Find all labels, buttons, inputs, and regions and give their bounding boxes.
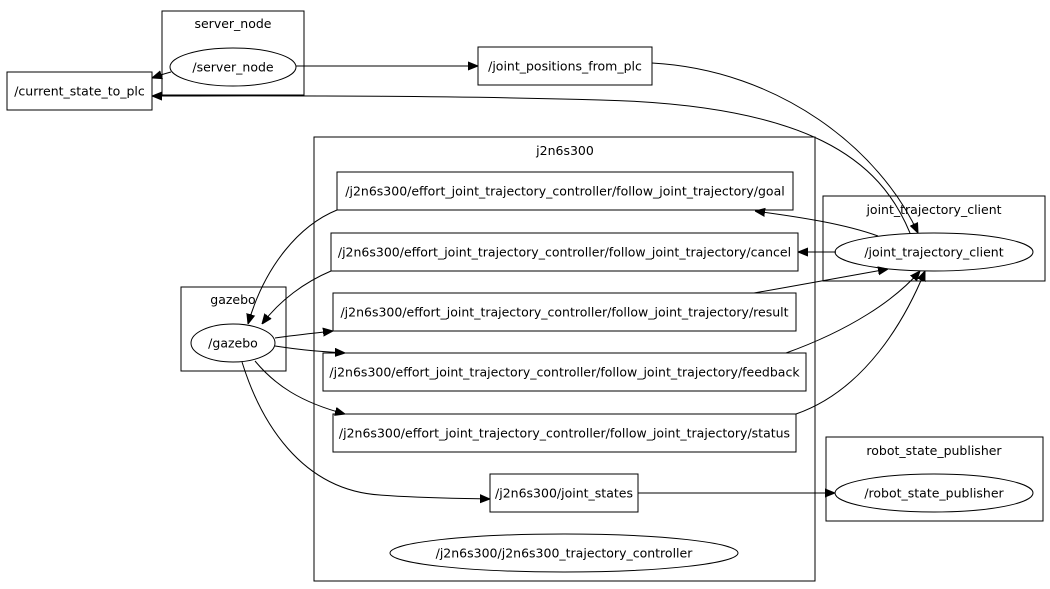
- cluster-robot-state-publisher-label: robot_state_publisher: [866, 443, 1002, 458]
- cluster-j2n6s300-label: j2n6s300: [535, 143, 594, 158]
- topic-joint-positions-from-plc[interactable]: /joint_positions_from_plc: [477, 46, 653, 86]
- edge-status-to-client: [795, 271, 925, 415]
- cluster-server-node-label: server_node: [194, 16, 271, 31]
- node-server-node[interactable]: /server_node: [169, 47, 297, 87]
- node-joint-trajectory-client[interactable]: /joint_trajectory_client: [834, 232, 1034, 272]
- topic-follow-joint-trajectory-result[interactable]: /j2n6s300/effort_joint_trajectory_contro…: [332, 292, 797, 332]
- cluster-gazebo: gazebo: [180, 286, 287, 372]
- cluster-joint-trajectory-client-label: joint_trajectory_client: [865, 202, 1001, 217]
- node-server-node-label: /server_node: [192, 60, 274, 75]
- edge-server-node-to-current-state: [152, 72, 172, 78]
- edge-cancel-to-gazebo: [262, 270, 332, 324]
- edge-client-to-current-state: [152, 96, 911, 234]
- cluster-j2n6s300: j2n6s300: [313, 136, 816, 582]
- topic-follow-joint-trajectory-goal[interactable]: /j2n6s300/effort_joint_trajectory_contro…: [336, 171, 794, 211]
- edge-gazebo-to-result: [274, 331, 333, 339]
- edge-joint-positions-to-client: [651, 62, 918, 233]
- edge-client-to-goal: [755, 211, 879, 237]
- node-joint-trajectory-client-label: /joint_trajectory_client: [864, 245, 1003, 260]
- topic-goal-label: /j2n6s300/effort_joint_trajectory_contro…: [345, 184, 784, 199]
- node-robot-state-publisher[interactable]: /robot_state_publisher: [834, 473, 1034, 513]
- edge-gazebo-to-feedback: [274, 345, 345, 353]
- topic-joint-states[interactable]: /j2n6s300/joint_states: [489, 473, 639, 513]
- topic-joint-states-label: /j2n6s300/joint_states: [495, 486, 633, 501]
- topic-current-state-to-plc-label: /current_state_to_plc: [14, 84, 145, 99]
- node-robot-state-publisher-label: /robot_state_publisher: [864, 486, 1004, 501]
- topic-current-state-to-plc[interactable]: /current_state_to_plc: [6, 71, 153, 111]
- node-trajectory-controller-label: /j2n6s300/j2n6s300_trajectory_controller: [436, 546, 694, 561]
- topic-cancel-label: /j2n6s300/effort_joint_trajectory_contro…: [338, 245, 791, 260]
- edge-gazebo-to-joint-states: [241, 361, 490, 499]
- edge-result-to-client: [753, 269, 888, 294]
- edge-feedback-to-client: [785, 271, 920, 354]
- topic-follow-joint-trajectory-cancel[interactable]: /j2n6s300/effort_joint_trajectory_contro…: [330, 232, 799, 272]
- topic-result-label: /j2n6s300/effort_joint_trajectory_contro…: [340, 305, 788, 320]
- topic-follow-joint-trajectory-feedback[interactable]: /j2n6s300/effort_joint_trajectory_contro…: [322, 352, 807, 392]
- topic-joint-positions-from-plc-label: /joint_positions_from_plc: [488, 59, 642, 74]
- cluster-gazebo-label: gazebo: [210, 292, 255, 307]
- edge-goal-to-gazebo: [248, 209, 338, 324]
- cluster-server-node: server_node: [161, 10, 305, 96]
- node-trajectory-controller[interactable]: /j2n6s300/j2n6s300_trajectory_controller: [389, 533, 739, 573]
- topic-follow-joint-trajectory-status[interactable]: /j2n6s300/effort_joint_trajectory_contro…: [332, 413, 797, 453]
- node-gazebo[interactable]: /gazebo: [190, 323, 276, 363]
- cluster-joint-trajectory-client: joint_trajectory_client: [822, 195, 1046, 282]
- node-gazebo-label: /gazebo: [208, 336, 258, 351]
- cluster-robot-state-publisher: robot_state_publisher: [825, 436, 1044, 522]
- edge-gazebo-to-status: [254, 360, 345, 414]
- topic-feedback-label: /j2n6s300/effort_joint_trajectory_contro…: [329, 365, 800, 380]
- topic-status-label: /j2n6s300/effort_joint_trajectory_contro…: [339, 426, 790, 441]
